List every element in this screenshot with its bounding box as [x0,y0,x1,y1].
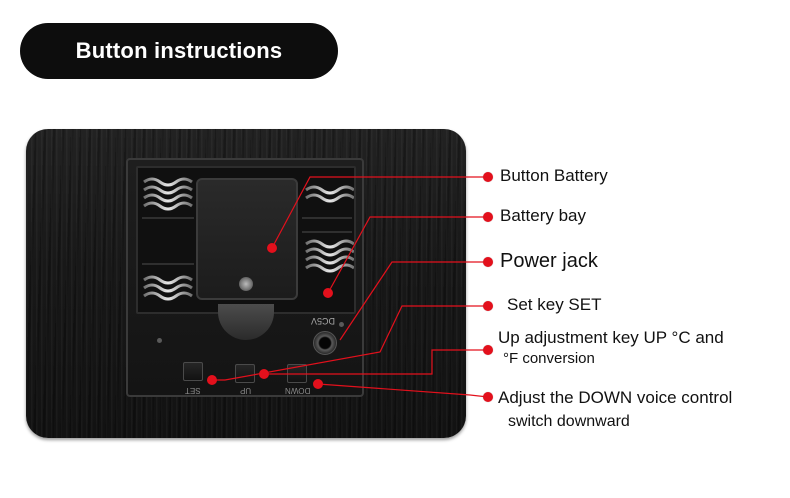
callout-label-power-jack: Power jack [500,250,598,272]
marker-dot-down [313,379,323,389]
callout-label-battery-bay: Battery bay [500,206,586,225]
callout-label-down-key-line2: switch downward [508,413,630,430]
set-button-label: SET [185,386,201,395]
header-title: Button instructions [20,23,338,79]
marker-dot-up [259,369,269,379]
callout-label-down-key-line1: Adjust the DOWN voice control [498,388,733,407]
marker-dot-button-battery [267,243,277,253]
label-dot-power-jack [483,257,493,267]
jack-label: DC5V [311,316,336,326]
up-button-label: UP [240,386,252,395]
label-dot-button-battery [483,172,493,182]
label-dot-down-key [483,392,493,402]
callout-label-set-key: Set key SET [507,295,602,314]
callout-label-up-key-line1: Up adjustment key UP °C and [498,328,724,347]
label-dot-battery-bay [483,212,493,222]
up-button[interactable] [235,364,255,383]
down-button-label: DOWN [285,386,311,395]
screw-icon [239,277,253,291]
power-jack[interactable] [313,331,337,355]
callout-label-button-battery: Button Battery [500,166,608,185]
set-button[interactable] [183,362,203,381]
callout-label-up-key-line2: °F conversion [503,350,595,367]
label-dot-set-key [483,301,493,311]
marker-dot-battery-bay [323,288,333,298]
indicator-hole [157,338,162,343]
mic-hole [339,322,344,327]
label-dot-up-key [483,345,493,355]
marker-dot-set [207,375,217,385]
down-button[interactable] [287,364,307,383]
